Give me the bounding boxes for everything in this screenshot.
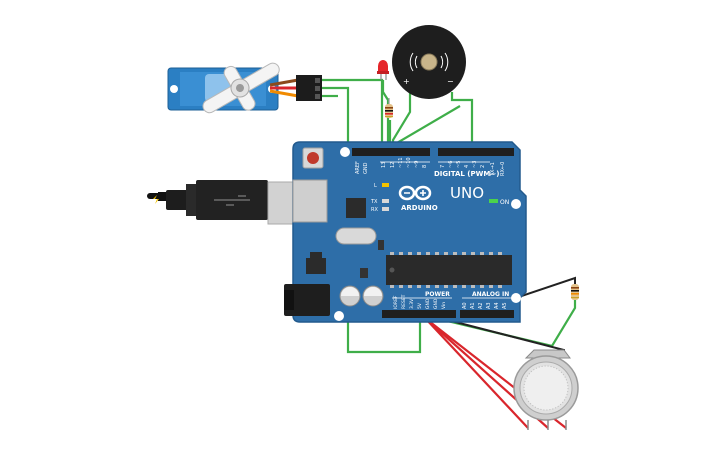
digital-pwm-label: DIGITAL (PWM~) <box>434 170 499 178</box>
pin-label-11: ~11 <box>398 157 404 168</box>
led-l <box>382 183 389 187</box>
arduino-logo-icon <box>398 185 432 201</box>
buzzer-minus-label: − <box>447 77 454 86</box>
pin-label-rx0: RX←0 <box>500 162 506 176</box>
led-rx <box>382 207 389 211</box>
analog-header[interactable] <box>460 310 514 318</box>
pin-label-5: ~5 <box>456 161 462 168</box>
pin-label-reset: RESET <box>401 294 407 309</box>
wire-red-1 <box>424 317 529 429</box>
pin-label-3v3: 3.3V <box>409 298 415 309</box>
pin-label-a3: A3 <box>486 302 492 309</box>
model-label: UNO <box>450 184 484 202</box>
pin-label-a2: A2 <box>478 302 484 309</box>
mounting-hole <box>340 147 350 157</box>
wire-servo-power <box>322 86 422 354</box>
led-on <box>489 199 498 203</box>
power-bolt-icon <box>153 195 159 204</box>
pin-label-aref: AREF <box>355 161 361 174</box>
arduino-uno-board[interactable]: AREF GND 13 12 ~11 ~10 ~9 8 7 ~6 ~5 4 ~3… <box>284 141 527 323</box>
pin-label-5v: 5V <box>417 302 423 309</box>
mounting-hole <box>334 311 344 321</box>
pin-label-a0: A0 <box>462 302 468 309</box>
pin-label-vin: Vin <box>441 302 447 309</box>
mounting-hole <box>511 293 521 303</box>
pin-label-a5: A5 <box>502 302 508 309</box>
atmega-chip <box>386 255 512 285</box>
servo-motor[interactable] <box>167 45 322 130</box>
buzzer-plus-label: + <box>403 77 410 86</box>
wire-buzzer-minus <box>450 92 474 150</box>
crystal-oscillator <box>335 227 377 245</box>
piezo-buzzer[interactable]: + − <box>392 25 466 99</box>
digital-header[interactable] <box>352 148 514 156</box>
usb-chip <box>346 198 366 218</box>
rx-label: RX <box>371 207 378 213</box>
power-label: POWER <box>425 291 450 298</box>
pin-label-6: ~6 <box>448 161 454 168</box>
pin-label-a1: A1 <box>470 302 476 309</box>
on-label: ON <box>500 199 509 206</box>
led-tx <box>382 199 389 203</box>
mounting-hole <box>511 199 521 209</box>
tx-label: TX <box>370 199 378 205</box>
usb-jack <box>292 179 328 223</box>
servo-horn[interactable] <box>192 45 290 130</box>
power-header[interactable] <box>382 310 456 318</box>
pin-label-9: ~9 <box>414 161 420 168</box>
pin-label-gnd-2: GND <box>433 298 439 309</box>
brand-label: ARDUINO <box>401 204 438 212</box>
reset-button[interactable] <box>302 147 324 169</box>
pin-label-tx1: TX→1 <box>490 162 496 177</box>
pin-label-12: 12 <box>390 162 396 168</box>
led-l-label: L <box>374 183 377 189</box>
pin-label-10: ~10 <box>406 157 412 168</box>
pin-label-gnd: GND <box>363 162 369 174</box>
pin-label-3: ~3 <box>472 161 478 168</box>
pin-label-7: 7 <box>440 165 446 168</box>
voltage-regulator <box>306 258 326 274</box>
pin-label-8: 8 <box>422 165 428 168</box>
wire-led <box>381 80 390 150</box>
resistor-led[interactable] <box>385 98 393 118</box>
sound-waves-icon <box>409 52 449 72</box>
power-jack[interactable] <box>284 284 330 316</box>
pin-label-4: 4 <box>464 165 470 168</box>
pin-label-a4: A4 <box>494 302 500 309</box>
pin-label-13: 13 <box>381 162 387 168</box>
pin-label-2: 2 <box>480 165 486 168</box>
red-led[interactable] <box>377 60 389 80</box>
wire-servo-signal <box>322 78 384 150</box>
gas-sensor[interactable] <box>513 349 579 430</box>
pin-label-gnd-1: GND <box>425 298 431 309</box>
analog-in-label: ANALOG IN <box>472 291 509 298</box>
pin-label-ioref: IOREF <box>393 295 399 309</box>
resistor-sensor[interactable] <box>571 284 579 300</box>
